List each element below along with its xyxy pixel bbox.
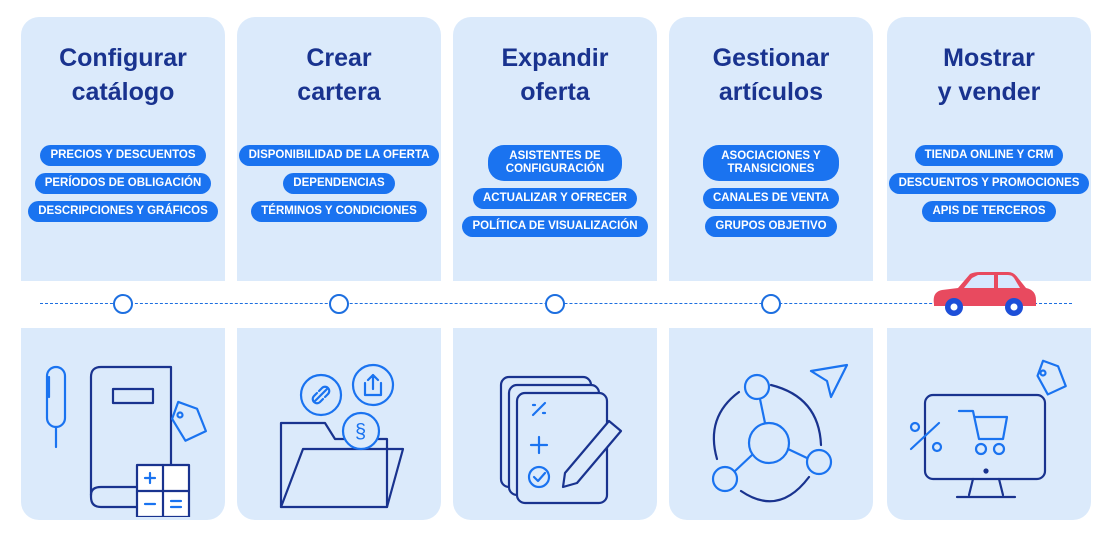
step-column-gestionar: Gestionar artículos ASOCIACIONES Y TRANS… bbox=[669, 17, 873, 520]
step-title: Gestionar artículos bbox=[712, 44, 830, 106]
timeline-node bbox=[545, 294, 565, 314]
step-title: Configurar catálogo bbox=[59, 44, 187, 106]
step-header-card: Expandir oferta ASISTENTES DE CONFIGURAC… bbox=[453, 17, 657, 281]
tag-pill[interactable]: PRECIOS Y DESCUENTOS bbox=[40, 145, 206, 166]
tag-pill[interactable]: CANALES DE VENTA bbox=[702, 188, 840, 209]
timeline-node bbox=[761, 294, 781, 314]
tag-list: PRECIOS Y DESCUENTOS PERÍODOS DE OBLIGAC… bbox=[21, 145, 225, 229]
tag-pill[interactable]: DEPENDENCIAS bbox=[283, 173, 395, 194]
monitor-cart-icon bbox=[887, 337, 1091, 517]
step-header-card: Mostrar y vender TIENDA ONLINE Y CRM DES… bbox=[887, 17, 1091, 281]
step-title: Expandir oferta bbox=[501, 44, 609, 106]
tag-pill[interactable]: TIENDA ONLINE Y CRM bbox=[914, 145, 1064, 166]
step-title: Crear cartera bbox=[297, 44, 381, 106]
tag-list: ASISTENTES DE CONFIGURACIÓN ACTUALIZAR Y… bbox=[453, 145, 657, 244]
step-column-expandir: Expandir oferta ASISTENTES DE CONFIGURAC… bbox=[453, 17, 657, 520]
tag-pill[interactable]: DISPONIBILIDAD DE LA OFERTA bbox=[238, 145, 440, 166]
tag-pill[interactable]: ASISTENTES DE CONFIGURACIÓN bbox=[487, 145, 623, 181]
tag-pill[interactable]: ASOCIACIONES Y TRANSICIONES bbox=[703, 145, 839, 181]
step-header-card: Gestionar artículos ASOCIACIONES Y TRANS… bbox=[669, 17, 873, 281]
tag-list: DISPONIBILIDAD DE LA OFERTA DEPENDENCIAS… bbox=[237, 145, 441, 229]
folder-link-share-icon: § bbox=[237, 337, 441, 517]
tag-pill[interactable]: GRUPOS OBJETIVO bbox=[705, 216, 837, 237]
document-pencil-icon bbox=[453, 337, 657, 517]
catalog-book-calculator-icon bbox=[21, 337, 225, 519]
step-icon-card bbox=[237, 328, 441, 520]
step-header-card: Configurar catálogo PRECIOS Y DESCUENTOS… bbox=[21, 17, 225, 281]
step-column-mostrar: Mostrar y vender TIENDA ONLINE Y CRM DES… bbox=[887, 17, 1091, 520]
timeline-node bbox=[113, 294, 133, 314]
tag-pill[interactable]: PERÍODOS DE OBLIGACIÓN bbox=[34, 173, 212, 194]
step-column-crear: Crear cartera DISPONIBILIDAD DE LA OFERT… bbox=[237, 17, 441, 520]
tag-pill[interactable]: TÉRMINOS Y CONDICIONES bbox=[251, 201, 427, 222]
tag-pill[interactable]: ACTUALIZAR Y OFRECER bbox=[473, 188, 637, 209]
tag-list: TIENDA ONLINE Y CRM DESCUENTOS Y PROMOCI… bbox=[887, 145, 1091, 229]
tag-pill[interactable]: DESCRIPCIONES Y GRÁFICOS bbox=[28, 201, 218, 222]
car-icon bbox=[928, 270, 1040, 325]
timeline-node bbox=[329, 294, 349, 314]
tag-pill[interactable]: DESCUENTOS Y PROMOCIONES bbox=[888, 173, 1090, 194]
svg-text:§: § bbox=[355, 421, 366, 443]
tag-list: ASOCIACIONES Y TRANSICIONES CANALES DE V… bbox=[669, 145, 873, 244]
step-column-configurar: Configurar catálogo PRECIOS Y DESCUENTOS… bbox=[21, 17, 225, 520]
step-title: Mostrar y vender bbox=[937, 44, 1041, 106]
step-icon-card bbox=[887, 328, 1091, 520]
tag-pill[interactable]: APIS DE TERCEROS bbox=[922, 201, 1056, 222]
step-header-card: Crear cartera DISPONIBILIDAD DE LA OFERT… bbox=[237, 17, 441, 281]
tag-pill[interactable]: POLÍTICA DE VISUALIZACIÓN bbox=[462, 216, 648, 237]
network-cycle-icon bbox=[669, 337, 873, 517]
